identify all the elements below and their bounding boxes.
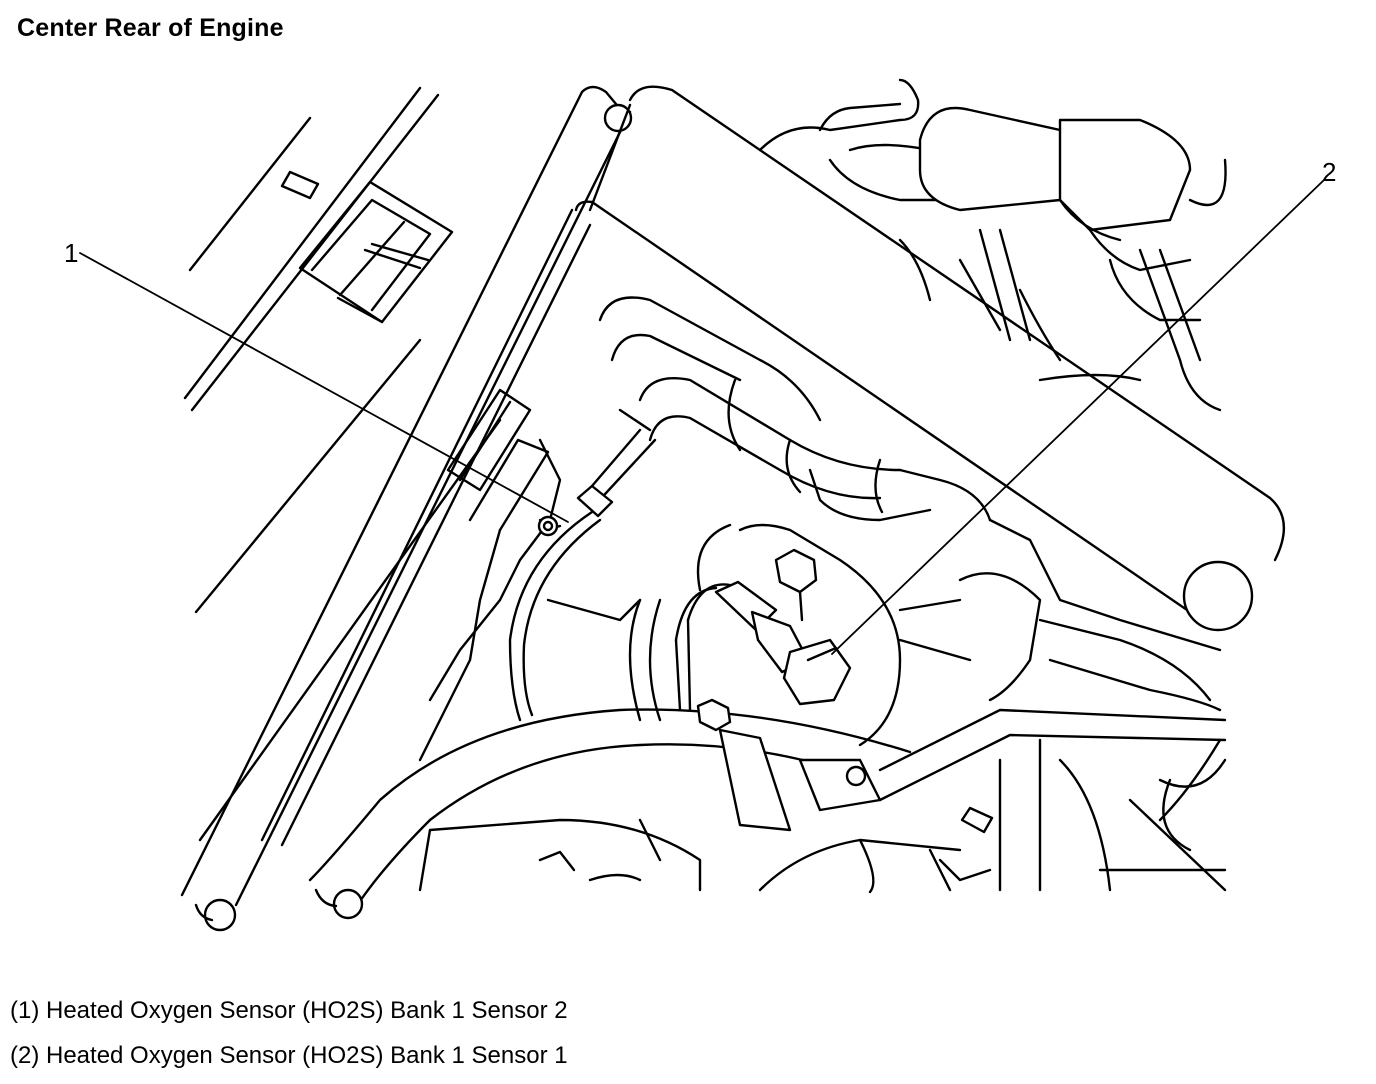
legend-item-2: (2) Heated Oxygen Sensor (HO2S) Bank 1 S… [10, 1042, 568, 1069]
left-frame-lines [183, 86, 502, 842]
exhaust-manifold [598, 296, 992, 522]
lower-exhaust-pipe [308, 708, 912, 920]
engine-block-right [898, 518, 1222, 712]
callout-number-1: 1 [64, 238, 78, 268]
lower-pipe-clamp [718, 708, 1227, 832]
callout-leaders [79, 179, 1325, 655]
small-tab [280, 170, 320, 200]
sensor2-harness [537, 408, 657, 537]
upper-right-hoses [758, 78, 1227, 412]
lower-details [418, 738, 1227, 894]
upper-exhaust-pipe [574, 85, 1286, 632]
callout-number-2: 2 [1322, 157, 1336, 187]
leader-line-2 [831, 179, 1325, 655]
left-exhaust-pipe [180, 85, 633, 932]
legend: (1) Heated Oxygen Sensor (HO2S) Bank 1 S… [10, 988, 568, 1078]
leader-line-1 [79, 252, 569, 523]
bracket-block [298, 180, 454, 324]
sensor-cable [508, 510, 642, 722]
page-title: Center Rear of Engine [17, 14, 284, 42]
legend-item-1: (1) Heated Oxygen Sensor (HO2S) Bank 1 S… [10, 997, 568, 1024]
manifold-flange [628, 523, 902, 747]
sensor1-body [674, 580, 852, 712]
